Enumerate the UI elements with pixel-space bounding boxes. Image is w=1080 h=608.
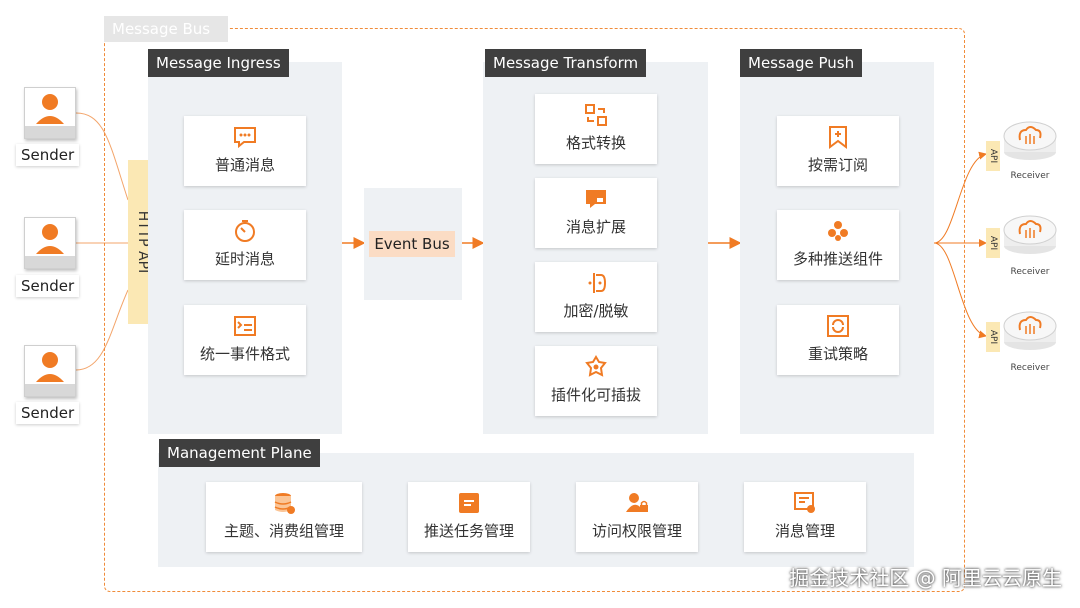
- arrow-push-receiver-1: [933, 151, 987, 244]
- push-item-label: 多种推送组件: [792, 250, 883, 268]
- transform-card-format: 格式转换: [535, 94, 657, 164]
- document-format-icon: [234, 316, 256, 336]
- sender-2-label: Sender: [16, 275, 80, 297]
- message-manage-icon: [794, 492, 815, 513]
- push-card-subscribe: 按需订阅: [777, 116, 899, 186]
- receiver-3-cloud-icon: [1003, 311, 1057, 350]
- user-lock-icon: [626, 493, 648, 512]
- receiver-2-label: Receiver: [1010, 267, 1050, 277]
- sender-link-3: [75, 289, 129, 371]
- watermark-text: 掘金技术社区 @ 阿里云云原生: [789, 566, 1062, 590]
- receiver-3-label: Receiver: [1010, 363, 1050, 373]
- ingress-card-delay: 延时消息: [184, 210, 306, 280]
- retry-icon: [827, 315, 849, 337]
- task-icon: [459, 493, 479, 513]
- user-icon: [25, 224, 75, 268]
- transform-item-label: 消息扩展: [565, 218, 626, 236]
- message-bus-frame: [104, 28, 965, 592]
- push-item-label: 重试策略: [807, 345, 868, 363]
- transform-card-encrypt: 加密/脱敏: [535, 262, 657, 332]
- receiver-2-api-tag: API: [986, 228, 1000, 258]
- receiver-2-cloud-icon: [1003, 215, 1057, 254]
- sender-1-label: Sender: [16, 144, 80, 166]
- encrypt-icon: [588, 273, 607, 293]
- ingress-item-label: 普通消息: [214, 156, 275, 174]
- chat-bubble-icon: [234, 127, 256, 149]
- ingress-card-format: 统一事件格式: [184, 305, 306, 375]
- ingress-item-label: 统一事件格式: [199, 345, 290, 363]
- user-icon: [25, 352, 75, 396]
- message-extend-icon: [586, 190, 606, 208]
- convert-icon: [585, 104, 607, 126]
- arrow-push-receiver-3: [933, 242, 987, 339]
- management-card-topic: 主题、消费组管理: [206, 482, 362, 552]
- ingress-title: Message Ingress: [148, 49, 289, 77]
- sender-link-1: [75, 112, 129, 201]
- components-icon: [828, 221, 848, 241]
- sender-1-avatar: [24, 87, 76, 139]
- management-card-access: 访问权限管理: [576, 482, 698, 552]
- receiver-1-cloud-icon: [1003, 121, 1057, 160]
- api-label: API: [988, 329, 998, 345]
- transform-item-label: 格式转换: [565, 134, 626, 152]
- api-label: API: [988, 148, 998, 164]
- management-item-label: 主题、消费组管理: [223, 522, 344, 540]
- api-label: API: [988, 235, 998, 251]
- receiver-1-label: Receiver: [1010, 171, 1050, 181]
- event-bus-label: Event Bus: [369, 231, 455, 257]
- sender-3-label: Sender: [16, 402, 80, 424]
- management-item-label: 访问权限管理: [591, 522, 682, 540]
- transform-title: Message Transform: [485, 49, 647, 77]
- push-card-retry: 重试策略: [777, 305, 899, 375]
- ingress-item-label: 延时消息: [214, 250, 275, 268]
- transform-card-extend: 消息扩展: [535, 178, 657, 248]
- bookmark-icon: [829, 126, 847, 149]
- database-icon: [274, 493, 295, 514]
- push-title: Message Push: [740, 49, 863, 77]
- plugin-icon: [585, 355, 607, 377]
- user-icon: [25, 94, 75, 138]
- sender-3-avatar: [24, 345, 76, 397]
- transform-card-plugin: 插件化可插拔: [535, 346, 657, 416]
- message-bus-title: Message Bus: [104, 16, 228, 42]
- ingress-card-normal: 普通消息: [184, 116, 306, 186]
- push-item-label: 按需订阅: [807, 156, 868, 174]
- management-item-label: 消息管理: [774, 522, 835, 540]
- receiver-1-api-tag: API: [986, 141, 1000, 171]
- management-title: Management Plane: [159, 439, 320, 467]
- sender-2-avatar: [24, 217, 76, 269]
- receiver-3-api-tag: API: [986, 322, 1000, 352]
- management-item-label: 推送任务管理: [423, 522, 514, 540]
- transform-item-label: 插件化可插拔: [550, 386, 641, 404]
- management-card-message: 消息管理: [744, 482, 866, 552]
- timer-icon: [235, 220, 255, 242]
- transform-item-label: 加密/脱敏: [563, 302, 629, 320]
- push-card-components: 多种推送组件: [777, 210, 899, 280]
- management-card-push-task: 推送任务管理: [408, 482, 530, 552]
